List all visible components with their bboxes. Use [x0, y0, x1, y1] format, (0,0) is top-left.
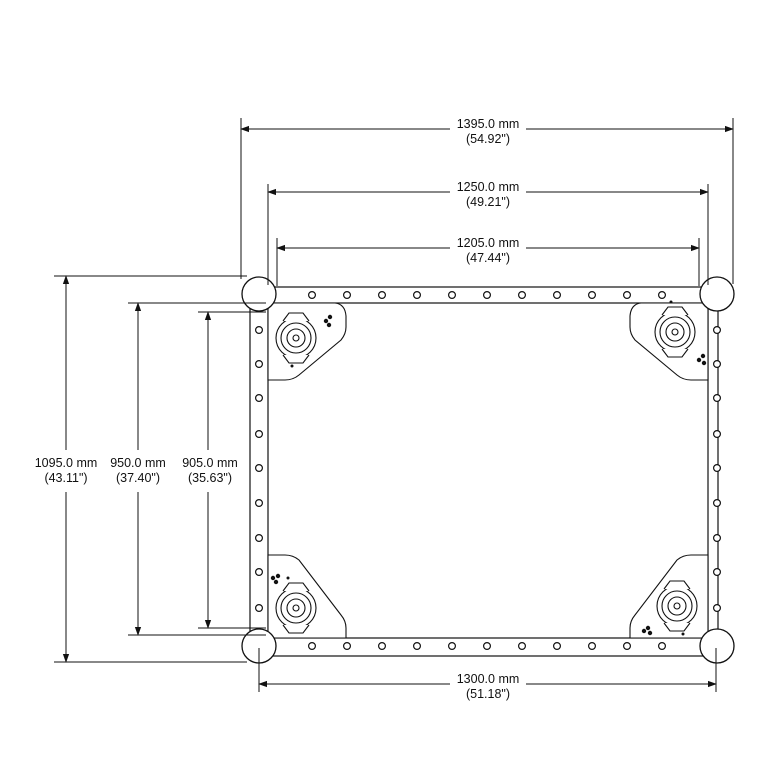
rail-hole-bottom	[308, 641, 317, 650]
rail-hole-top	[587, 291, 596, 300]
rail-hole-bottom	[552, 641, 561, 650]
rail-hole-bottom	[483, 641, 492, 650]
rail-hole-right	[712, 394, 721, 403]
corner-post-top-left	[241, 276, 277, 312]
dim-frame-depth: 950.0 mm (37.40")	[110, 302, 266, 636]
rail-hole-top	[343, 291, 352, 300]
dim-overall-depth-inch: (43.11")	[44, 471, 87, 485]
rail-hole-top	[657, 291, 666, 300]
dim-frame-width-mm: 1250.0 mm	[457, 180, 520, 194]
dim-frame-depth-mm: 950.0 mm	[110, 456, 166, 470]
rail-hole-top	[308, 291, 317, 300]
rail-hole-left	[255, 430, 264, 439]
rail-hole-left	[255, 499, 264, 508]
rail-hole-right	[712, 533, 721, 542]
rail-hole-bottom	[657, 641, 666, 650]
dim-inner-depth-inch: (35.63")	[188, 471, 232, 485]
dim-overall-depth-mm: 1095.0 mm	[35, 456, 98, 470]
dim-inner-width-inch: (47.44")	[466, 251, 510, 265]
rail-hole-top	[483, 291, 492, 300]
rail-hole-top	[378, 291, 387, 300]
dim-inner-width: 1205.0 mm (47.44")	[276, 236, 700, 286]
frame	[249, 286, 719, 657]
dim-bottom-width: 1300.0 mm (51.18")	[258, 648, 717, 701]
caster-bottom-left	[270, 573, 317, 634]
rail-hole-left	[255, 464, 264, 473]
rail-hole-top	[517, 291, 526, 300]
dim-inner-depth-mm: 905.0 mm	[182, 456, 238, 470]
caster-top-left	[275, 312, 333, 368]
rail-hole-left	[255, 533, 264, 542]
rail-hole-left	[255, 394, 264, 403]
rail-hole-bottom	[448, 641, 457, 650]
corner-post-bottom-right	[699, 628, 735, 664]
rail-hole-right	[712, 499, 721, 508]
dim-overall-width-mm: 1395.0 mm	[457, 117, 520, 131]
dim-overall-depth: 1095.0 mm (43.11")	[35, 275, 247, 663]
rail-hole-right	[712, 567, 721, 576]
dim-inner-width-mm: 1205.0 mm	[457, 236, 520, 250]
rail-hole-left	[255, 326, 264, 335]
rail-hole-bottom	[343, 641, 352, 650]
rail-hole-right	[712, 430, 721, 439]
rail-hole-bottom	[413, 641, 422, 650]
rail-hole-bottom	[378, 641, 387, 650]
rail-hole-right	[712, 603, 721, 612]
dim-frame-width-inch: (49.21")	[466, 195, 510, 209]
rail-hole-left	[255, 603, 264, 612]
dim-frame-depth-inch: (37.40")	[116, 471, 160, 485]
rail-hole-right	[712, 360, 721, 369]
caster-top-right	[654, 300, 707, 366]
rail-hole-top	[622, 291, 631, 300]
rail-hole-right	[712, 326, 721, 335]
dim-bottom-width-mm: 1300.0 mm	[457, 672, 520, 686]
rail-hole-top	[448, 291, 457, 300]
rail-hole-bottom	[587, 641, 596, 650]
rail-hole-left	[255, 360, 264, 369]
dim-overall-width: 1395.0 mm (54.92")	[240, 117, 734, 284]
dim-inner-depth: 905.0 mm (35.63")	[182, 311, 266, 629]
rail-hole-bottom	[622, 641, 631, 650]
caster-bottom-right	[641, 580, 698, 636]
dim-frame-width: 1250.0 mm (49.21")	[267, 180, 709, 285]
rail-hole-bottom	[517, 641, 526, 650]
rail-hole-left	[255, 567, 264, 576]
corner-post-top-right	[699, 276, 735, 312]
dim-overall-width-inch: (54.92")	[466, 132, 510, 146]
frame-inner-opening	[267, 302, 709, 639]
rail-hole-top	[552, 291, 561, 300]
dim-bottom-width-inch: (51.18")	[466, 687, 510, 701]
rail-hole-top	[413, 291, 422, 300]
rail-hole-right	[712, 464, 721, 473]
rail-holes	[255, 291, 721, 650]
